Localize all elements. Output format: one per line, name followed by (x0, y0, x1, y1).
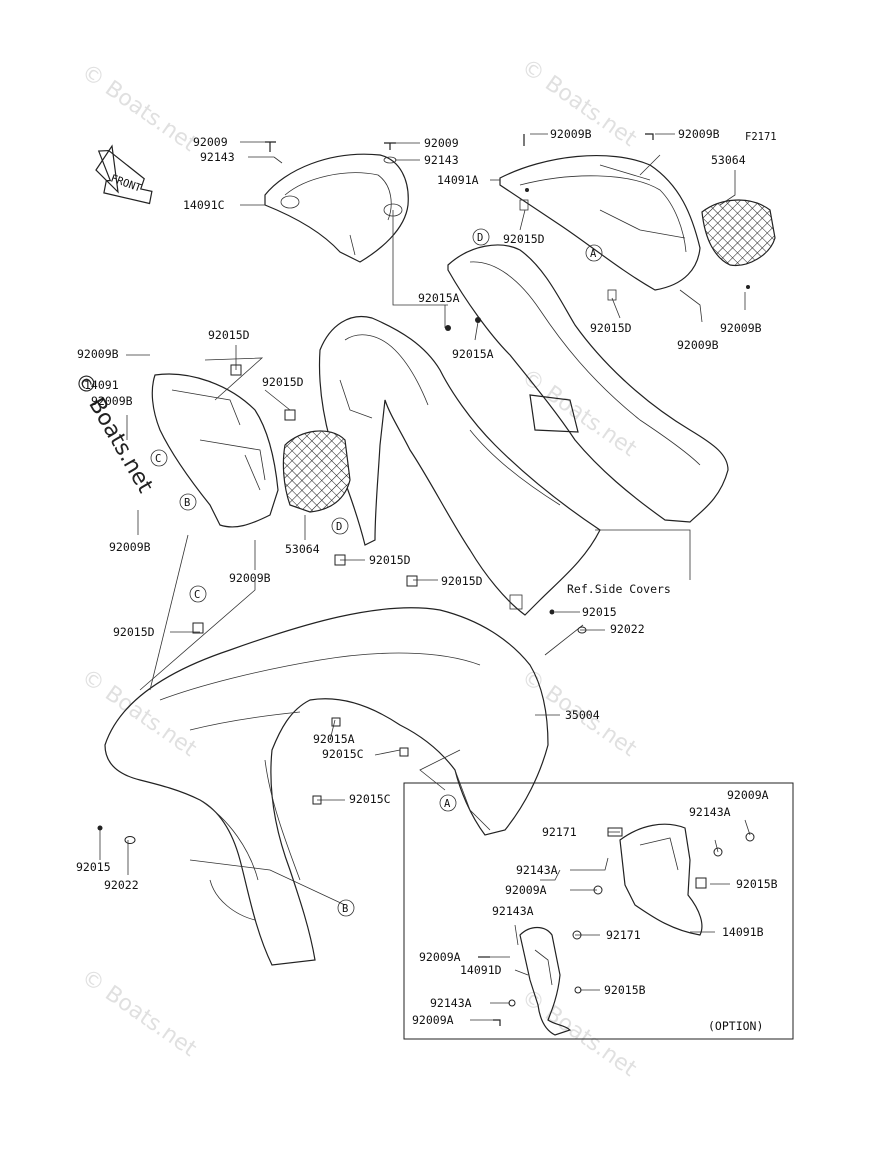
part-label: 92015C (322, 747, 364, 761)
watermark: © Boats.net (77, 59, 202, 157)
part-label: 92171 (542, 825, 577, 839)
part-label: 92009A (412, 1013, 454, 1027)
part-label: 92022 (610, 622, 645, 636)
part-label: 92009B (109, 540, 151, 554)
watermark: © Boats.net (517, 984, 642, 1082)
part-labels: 92009 92143 14091C 92009 92143 92009B 92… (76, 127, 778, 1033)
part-label: 92015D (503, 232, 545, 246)
part-label: 92143A (492, 904, 534, 918)
part-label: 92015D (208, 328, 250, 342)
part-14091C (264, 153, 409, 263)
figure-id: F2171 (745, 131, 777, 143)
part-label: 92171 (606, 928, 641, 942)
part-35004-rear-fender (104, 607, 549, 966)
callout-c: C (194, 589, 200, 601)
callout-d: D (336, 521, 342, 533)
ref-side-covers-note: Ref.Side Covers (567, 582, 671, 596)
front-fender-body (318, 316, 601, 616)
part-label: 92022 (104, 878, 139, 892)
part-label: 92143A (430, 996, 472, 1010)
part-label: 92009B (677, 338, 719, 352)
part-label: 92015C (349, 792, 391, 806)
part-label: 92015A (418, 291, 460, 305)
leader-lines (99, 133, 751, 1021)
watermark: © Boats.net (77, 664, 202, 762)
part-label: 14091A (437, 173, 479, 187)
side-cover (447, 244, 729, 523)
callout-d: D (477, 232, 483, 244)
part-label: 92143 (424, 153, 459, 167)
part-label: 92015A (452, 347, 494, 361)
part-label: 92009B (550, 127, 592, 141)
callout-a: A (444, 798, 451, 810)
callout-b: B (184, 497, 190, 509)
part-label: 53064 (285, 542, 320, 556)
part-label: 92015D (369, 553, 411, 567)
part-label: 14091 (84, 378, 119, 392)
part-14091-left (151, 373, 279, 528)
part-label: 92015D (262, 375, 304, 389)
front-arrow: FRONT (95, 144, 153, 205)
part-label: 92009A (505, 883, 547, 897)
callout-a: A (590, 248, 597, 260)
part-label: 92143A (689, 805, 731, 819)
part-53064-mesh-center (282, 430, 351, 513)
part-label: 92015D (441, 574, 483, 588)
part-label: 92009B (720, 321, 762, 335)
option-label: (OPTION) (708, 1019, 763, 1033)
part-label: 92009B (229, 571, 271, 585)
hardware-dots (97, 188, 755, 1026)
part-14091D (519, 926, 572, 1036)
part-label: 92015 (582, 605, 617, 619)
fasteners-top (265, 133, 654, 164)
part-label: 35004 (565, 708, 600, 722)
part-label: 14091C (183, 198, 225, 212)
part-53064-mesh-right (701, 199, 776, 266)
part-label: 92015B (736, 877, 778, 891)
part-14091A (499, 154, 701, 301)
part-label: 53064 (711, 153, 746, 167)
part-label: 92015D (113, 625, 155, 639)
part-label: 92015D (590, 321, 632, 335)
part-label: 92015B (604, 983, 646, 997)
part-label: 14091B (722, 925, 764, 939)
part-label: 92009A (727, 788, 769, 802)
part-label: 92009B (678, 127, 720, 141)
part-label: 92009 (424, 136, 459, 150)
callouts: D A C B D C A B (150, 228, 603, 917)
option-box (403, 782, 794, 1040)
callout-c: C (155, 453, 161, 465)
callout-b: B (342, 903, 348, 915)
part-label: 92143A (516, 863, 558, 877)
part-label: 14091D (460, 963, 502, 977)
front-label: FRONT (109, 173, 143, 195)
watermark: © Boats.net (77, 964, 202, 1062)
part-label: 92009B (77, 347, 119, 361)
watermarks: © Boats.net © Boats.net © Boats.net © Bo… (69, 54, 641, 1082)
part-label: 92143 (200, 150, 235, 164)
part-14091B (619, 823, 703, 936)
part-label: 92009 (193, 135, 228, 149)
part-label: 92009B (91, 394, 133, 408)
part-label: 92015 (76, 860, 111, 874)
part-label: 92015A (313, 732, 355, 746)
part-label: 92009A (419, 950, 461, 964)
